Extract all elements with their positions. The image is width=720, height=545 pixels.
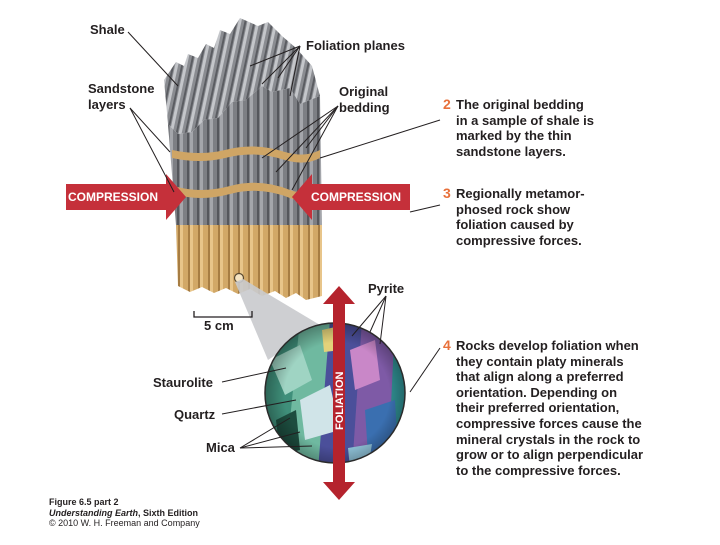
figure-caption: Figure 6.5 part 2 Understanding Earth, S… (49, 497, 200, 529)
foliation-arrow-overlay (333, 304, 345, 482)
label-shale: Shale (90, 22, 125, 37)
compression-label-left: COMPRESSION (68, 190, 159, 204)
step-2-line: marked by the thin (456, 128, 572, 144)
compression-arrow-right (292, 174, 410, 220)
step-4-line: compressive forces cause the (456, 415, 642, 431)
caption-copyright: © 2010 W. H. Freeman and Company (49, 518, 200, 528)
caption-book-title: Understanding Earth (49, 507, 139, 518)
step-2-line: The original bedding (456, 97, 584, 112)
label-sandstone-line-1: Sandstone (88, 81, 155, 96)
step-4-line: mineral crystals in the rock to (456, 431, 641, 447)
step-3-line: compressive forces. (456, 232, 582, 248)
step-2-line: in a sample of shale is (456, 112, 594, 128)
label-original-line-1: Original (339, 84, 389, 99)
step-4-line: they contain platy minerals (456, 353, 624, 369)
step-4-line: Rocks develop foliation when (456, 338, 639, 353)
step-3-number: 3 (443, 185, 451, 201)
caption-figure: Figure 6.5 part 2 (49, 497, 119, 507)
step-2-line: sandstone layers. (456, 143, 566, 159)
scale-label: 5 cm (204, 318, 234, 333)
compression-label-right: COMPRESSION (311, 190, 402, 204)
rock-block (164, 18, 322, 300)
step-3-line: Regionally metamor- (456, 186, 585, 201)
magnifier-cone (235, 279, 320, 360)
step-4-line: their preferred orientation, (456, 400, 620, 416)
caption-book-edition: , Sixth Edition (138, 507, 199, 518)
label-quartz: Quartz (174, 407, 216, 422)
step-3-line: phosed rock show (456, 201, 571, 217)
scale-bar (193, 311, 253, 318)
label-pyrite: Pyrite (368, 281, 405, 296)
step-2-number: 2 (443, 96, 451, 112)
label-sandstone-line-2: layers (88, 97, 126, 112)
label-original-line-2: bedding (339, 100, 390, 115)
step-3-line: foliation caused by (456, 217, 574, 233)
rock-front-sandstone (176, 225, 322, 300)
foliation-label: FOLIATION (334, 371, 346, 430)
step-4-line: orientation. Depending on (456, 384, 618, 400)
step-4-line: that align along a preferred (456, 369, 624, 385)
label-mica: Mica (206, 440, 235, 455)
step-4-line: to the compressive forces. (456, 462, 621, 478)
step-4-number: 4 (443, 337, 451, 353)
rock-top-face (164, 18, 320, 134)
label-foliation-planes: Foliation planes (306, 38, 405, 53)
sandstone-layer-upper (172, 146, 320, 163)
sandstone-layer-lower (174, 182, 321, 201)
step-4-line: grow or to align perpendicular (456, 447, 644, 463)
compression-arrow-left (66, 174, 186, 220)
leader-lines (127, 31, 441, 449)
label-staurolite: Staurolite (153, 375, 213, 390)
